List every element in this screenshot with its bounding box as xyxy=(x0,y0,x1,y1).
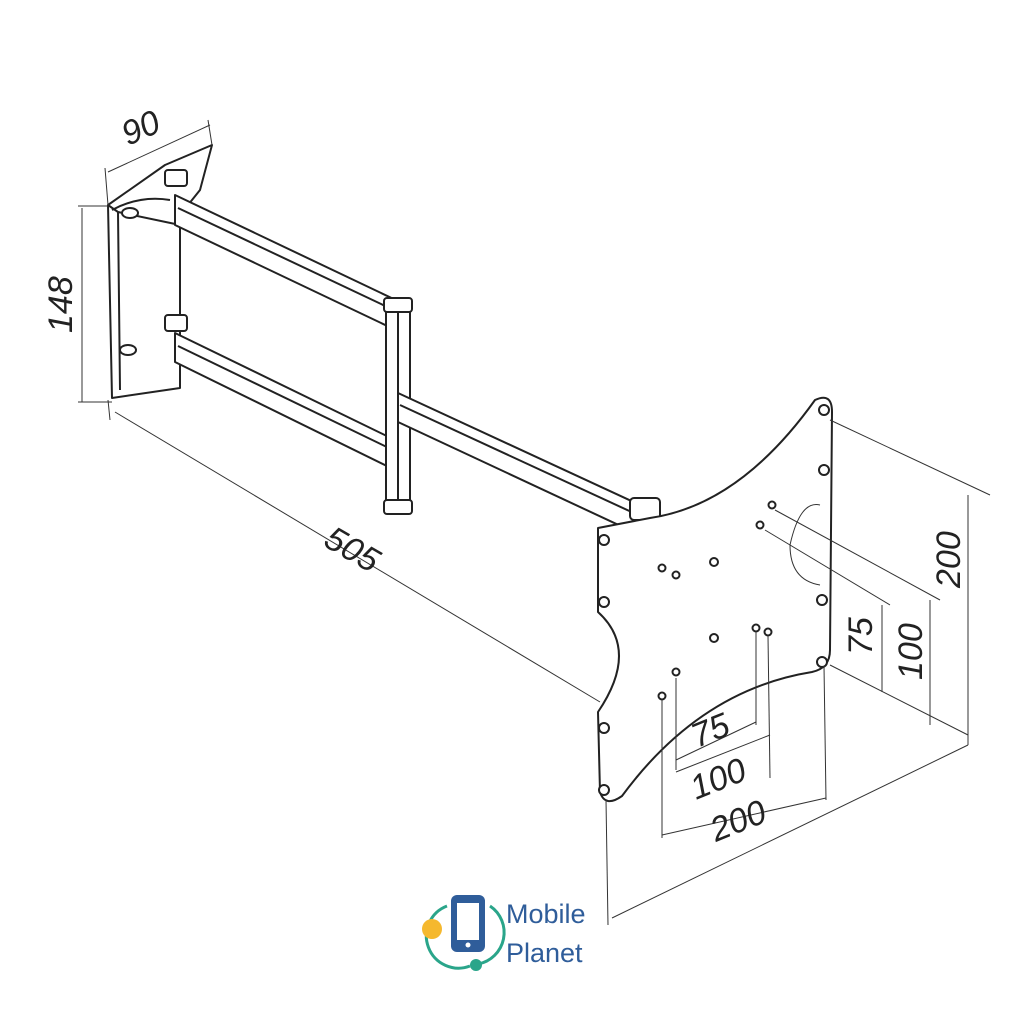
dim-148: 148 xyxy=(42,276,80,333)
dim-75-vertical: 75 xyxy=(842,617,880,655)
upper-arm xyxy=(174,194,401,333)
bolt-icon xyxy=(164,169,188,187)
dim-100-vertical: 100 xyxy=(892,623,930,680)
mobile-planet-logo xyxy=(422,895,506,971)
front-arm xyxy=(397,392,661,536)
dim-200-vertical: 200 xyxy=(930,531,968,589)
bolt-icon xyxy=(164,314,188,332)
dim-505: 505 xyxy=(318,519,386,580)
lower-arm xyxy=(174,332,396,471)
logo-text-line2: Planet xyxy=(506,938,583,968)
vesa-plate xyxy=(597,396,833,803)
wall-plate xyxy=(107,144,213,399)
dim-90: 90 xyxy=(116,103,166,153)
dimension-lines xyxy=(78,119,991,926)
dim-200-horizontal: 200 xyxy=(704,793,772,850)
logo-text-line1: Mobile xyxy=(506,899,586,929)
